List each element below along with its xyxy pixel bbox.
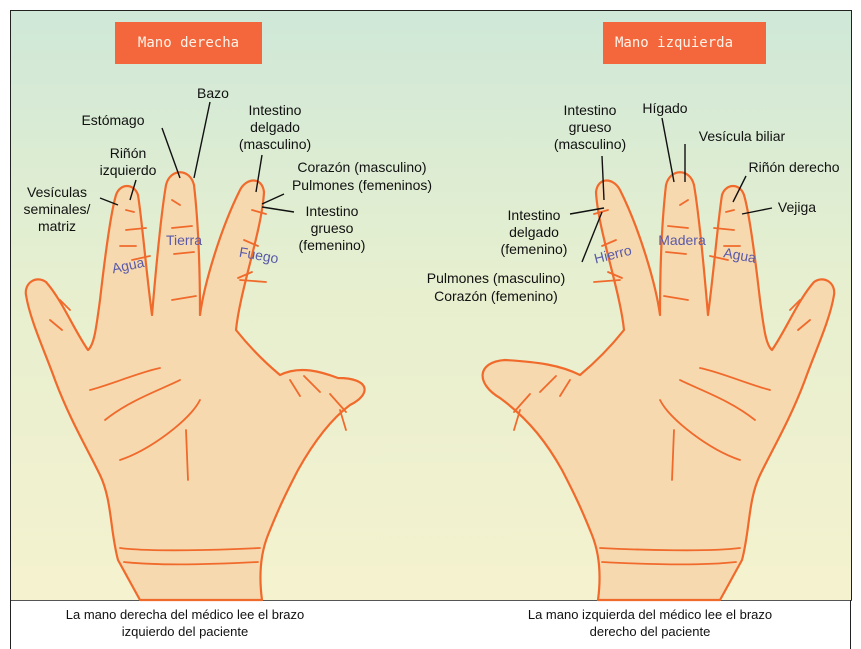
- label-l-int-delgado-1: Intestino: [508, 207, 561, 223]
- caption-right-line-1: La mano derecha del médico lee el brazo: [20, 606, 350, 623]
- label-pulmones-fem: Pulmones (femeninos): [292, 177, 432, 193]
- label-int-grueso-1: Intestino: [306, 203, 359, 219]
- title-left-hand: Mano izquierda: [603, 22, 766, 64]
- label-l-int-grueso-1: Intestino: [564, 102, 617, 118]
- label-l-int-delgado-2: delgado: [509, 224, 559, 240]
- label-corazon-masc: Corazón (masculino): [297, 159, 426, 175]
- label-rinon-izq-2: izquierdo: [100, 162, 157, 178]
- label-higado: Hígado: [642, 100, 687, 116]
- caption-right-hand: La mano derecha del médico lee el brazo …: [20, 606, 350, 640]
- label-vejiga: Vejiga: [778, 199, 816, 215]
- pointer-bazo: [194, 102, 210, 178]
- label-l-int-grueso-2: grueso: [569, 119, 612, 135]
- label-corazon-fem: Corazón (femenino): [434, 288, 558, 304]
- label-vesicula: Vesícula biliar: [699, 128, 786, 144]
- label-l-int-delgado-3: (femenino): [501, 241, 568, 257]
- pointer-int-grueso: [262, 207, 294, 212]
- label-int-delgado-1: Intestino: [249, 102, 302, 118]
- label-int-delgado-3: (masculino): [239, 136, 311, 152]
- label-rinon-der: Riñón derecho: [748, 159, 839, 175]
- label-pulmones-masc: Pulmones (masculino): [427, 270, 566, 286]
- caption-left-line-1: La mano izquierda del médico lee el braz…: [480, 606, 820, 623]
- caption-right-line-2: izquierdo del paciente: [20, 623, 350, 640]
- pointer-estomago: [162, 128, 180, 178]
- label-l-int-grueso-3: (masculino): [554, 136, 626, 152]
- label-estomago: Estómago: [81, 112, 144, 128]
- caption-left-hand: La mano izquierda del médico lee el braz…: [480, 606, 820, 640]
- label-rinon-izq-1: Riñón: [110, 145, 147, 161]
- element-tierra: Tierra: [166, 232, 202, 248]
- element-madera: Madera: [658, 232, 706, 248]
- caption-left-line-2: derecho del paciente: [480, 623, 820, 640]
- title-right-hand: Mano derecha: [115, 22, 262, 64]
- pointer-corazon: [262, 194, 284, 204]
- label-vesiculas-1: Vesículas: [27, 184, 87, 200]
- label-int-grueso-3: (femenino): [299, 237, 366, 253]
- label-bazo: Bazo: [197, 85, 229, 101]
- pointer-higado: [662, 118, 674, 182]
- label-vesiculas-2: seminales/: [24, 201, 91, 217]
- label-int-delgado-2: delgado: [250, 119, 300, 135]
- label-vesiculas-3: matriz: [38, 218, 76, 234]
- label-int-grueso-2: grueso: [311, 220, 354, 236]
